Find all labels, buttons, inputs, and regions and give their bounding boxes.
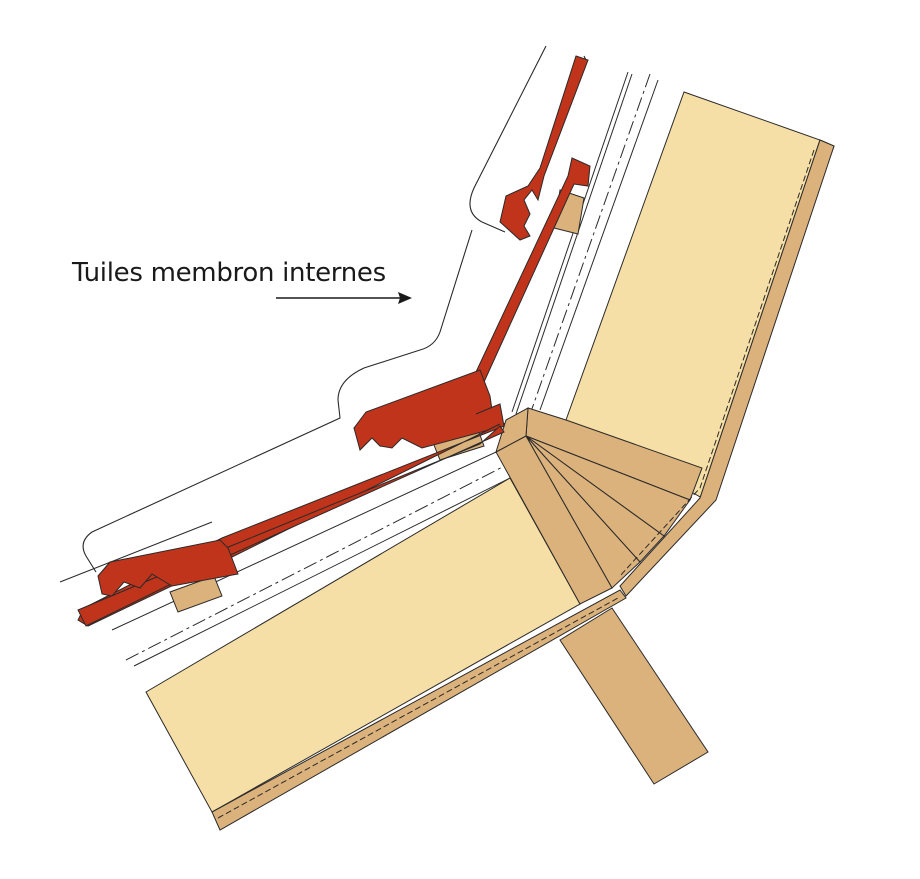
support-post (559, 607, 709, 785)
valley-timber-fan (495, 407, 709, 785)
membrane-lines (217, 149, 815, 819)
tile-bottom (97, 539, 239, 597)
insulation-left-slope (145, 477, 581, 813)
tile-outline-layer (59, 45, 588, 583)
tile-top (499, 55, 589, 241)
annotation-arrow (276, 292, 412, 304)
membron-tiles (77, 55, 591, 627)
tiles-annotation-label: Tuiles membron internes (72, 258, 386, 288)
tile-middle (353, 369, 505, 451)
